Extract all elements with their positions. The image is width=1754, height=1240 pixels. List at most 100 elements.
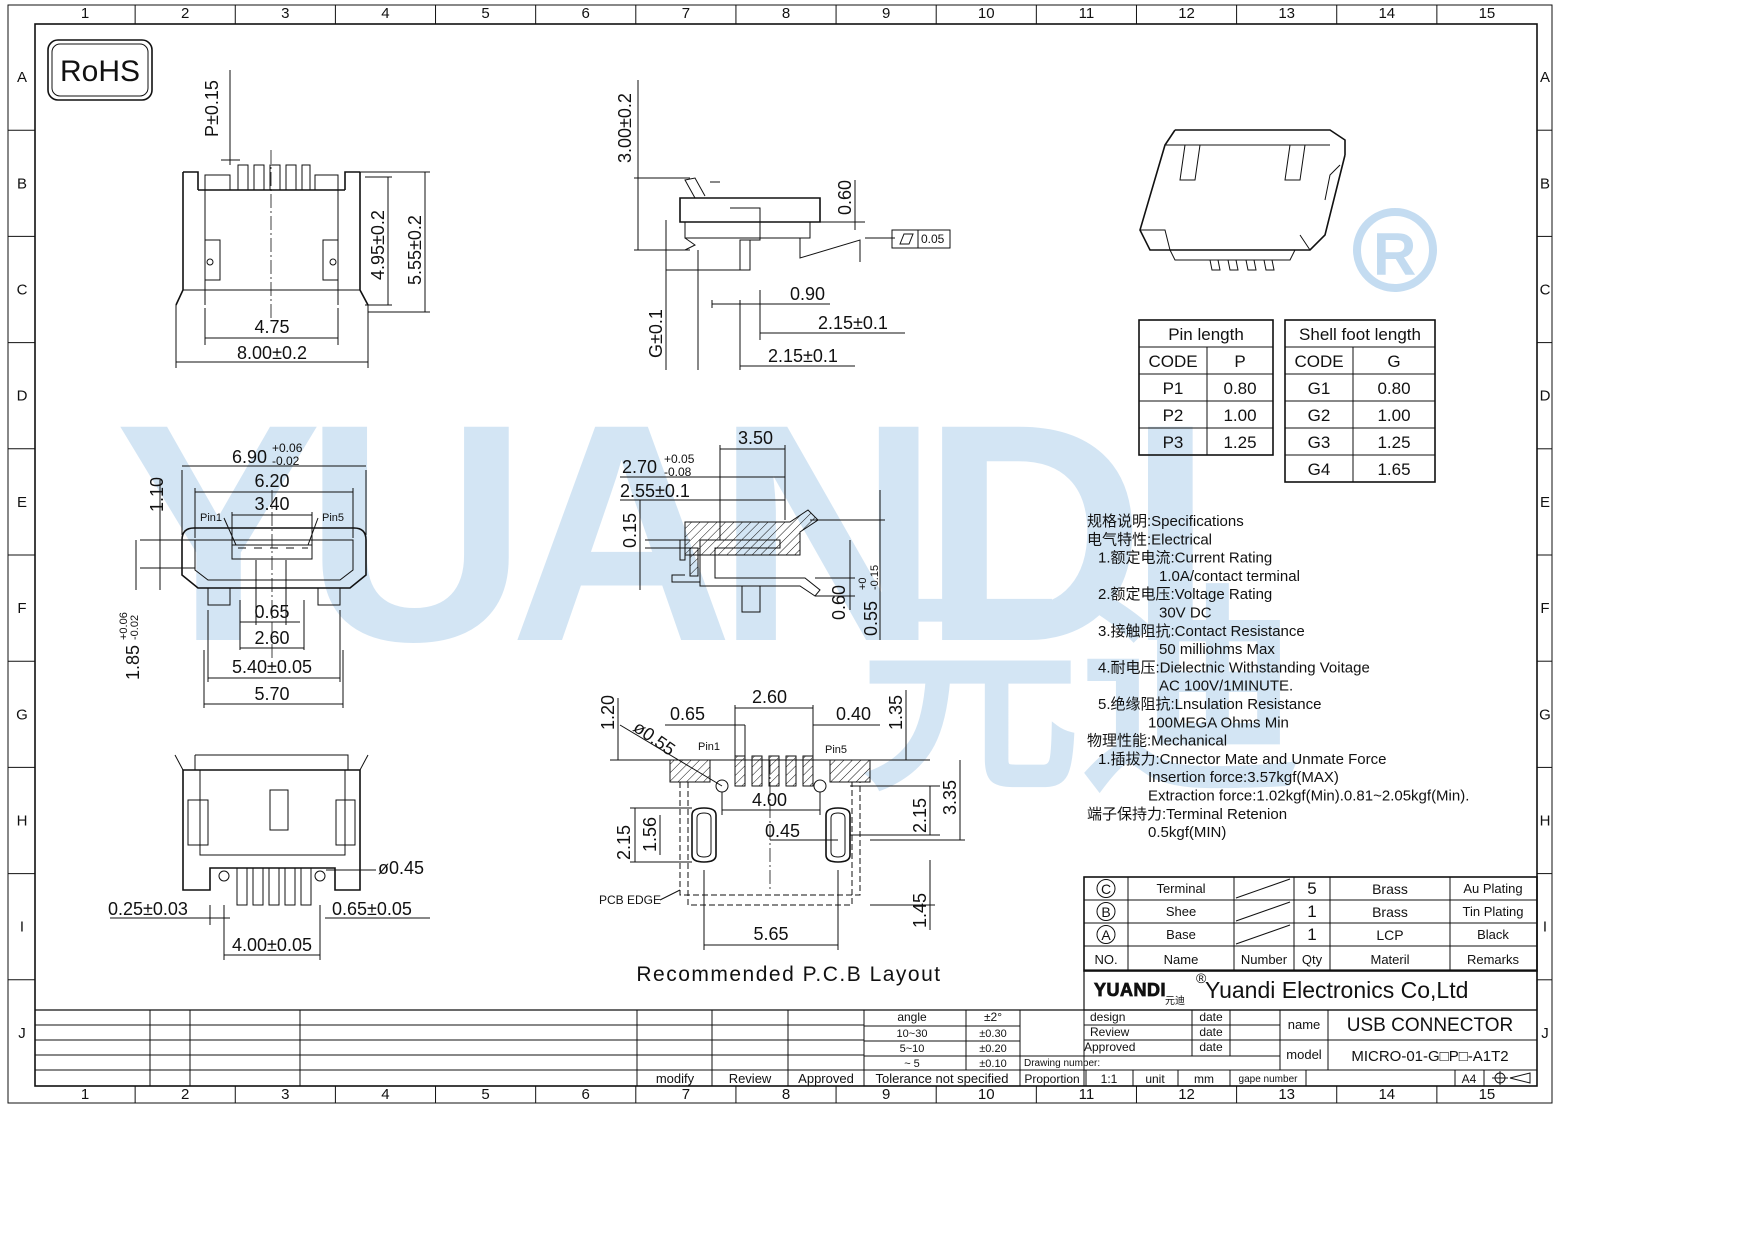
- dim-sec-255: 2.55±0.1: [620, 481, 690, 501]
- pcb-dim-400: 4.00: [752, 790, 787, 810]
- table-header: P: [1234, 352, 1245, 371]
- dim-front-570: 5.70: [254, 684, 289, 704]
- dim-bot-400: 4.00±0.05: [232, 935, 312, 955]
- spec-line: 3.接触阻抗:Contact Resistance: [1098, 623, 1305, 640]
- bom-qty: 1: [1307, 925, 1316, 944]
- bom-h-qty: Qty: [1302, 952, 1323, 967]
- table-cell: 1.00: [1377, 406, 1410, 425]
- watermark-cn: 元迪: [860, 571, 1300, 817]
- dim-sec-055-tol-up: +0: [857, 577, 869, 590]
- zone-row-left: J: [18, 1025, 26, 1042]
- tol-angle: angle: [897, 1010, 927, 1024]
- zone-col-bottom: 14: [1378, 1086, 1395, 1103]
- spec-line: 5.绝缘阻抗:Lnsulation Resistance: [1098, 696, 1321, 713]
- pcb-dim-045: 0.45: [765, 821, 800, 841]
- dim-bot-065: 0.65±0.05: [332, 899, 412, 919]
- dim-side-215a: 2.15±0.1: [818, 313, 888, 333]
- bom-no: B: [1101, 904, 1110, 920]
- table-cell: 0.80: [1377, 379, 1410, 398]
- table-cell: G2: [1308, 406, 1331, 425]
- zone-col-bottom: 13: [1278, 1086, 1295, 1103]
- tb-approved: Approved: [1084, 1040, 1135, 1054]
- bom-material: Brass: [1372, 881, 1408, 897]
- zone-col-top: 2: [181, 5, 189, 22]
- pcb-layout: 1.20 0.65 2.60 0.40 1.35 ø0.55 Pin1 Pin5…: [598, 687, 965, 986]
- spec-line: 物理性能:Mechanical: [1087, 733, 1227, 750]
- pcb-title: Recommended P.C.B Layout: [636, 963, 941, 986]
- table-cell: G3: [1308, 433, 1331, 452]
- zone-row-right: I: [1543, 919, 1547, 936]
- section-view: 3.50 2.70 +0.05 -0.08 2.55±0.1 0.15 0.60…: [620, 428, 885, 640]
- zone-col-top: 5: [481, 5, 489, 22]
- outer-frame: [7, 4, 1553, 1104]
- spec-line: 30V DC: [1159, 605, 1212, 622]
- table-title: Shell foot length: [1299, 325, 1421, 344]
- dim-side-h: 3.00±0.2: [615, 93, 635, 163]
- side-view: 3.00±0.2 G±0.1 0.60 0.90 2.15±0.1 2.15±0…: [615, 80, 951, 370]
- front-pin1: Pin1: [200, 512, 222, 524]
- tb-unit-value: mm: [1194, 1072, 1214, 1086]
- pcb-dim-040: 0.40: [836, 704, 871, 724]
- tol-value: ±0.10: [979, 1058, 1006, 1070]
- tb-name-label: name: [1288, 1017, 1321, 1032]
- dim-bot-025: 0.25±0.03: [108, 899, 188, 919]
- bom-h-remarks: Remarks: [1467, 952, 1520, 967]
- bom-material: Brass: [1372, 904, 1408, 920]
- pcb-pin5: Pin5: [825, 744, 847, 756]
- zone-col-bottom: 7: [682, 1086, 690, 1103]
- rohs-label: RoHS: [60, 55, 140, 88]
- pcb-dim-065: 0.65: [670, 704, 705, 724]
- zone-row-left: E: [17, 494, 27, 511]
- tol-value: ±0.30: [979, 1028, 1006, 1040]
- dim-front-620: 6.20: [254, 471, 289, 491]
- company-name: Yuandi Electronics Co,Ltd: [1205, 977, 1468, 1003]
- dim-side-090: 0.90: [790, 284, 825, 304]
- bom-h-no: NO.: [1094, 952, 1117, 967]
- spec-line: 2.额定电压:Voltage Rating: [1098, 586, 1272, 603]
- bom-remarks: Tin Plating: [1463, 904, 1524, 919]
- rev-col-2: Approved: [798, 1071, 854, 1086]
- zone-col-bottom: 5: [481, 1086, 489, 1103]
- spec-line: 0.5kgf(MIN): [1148, 824, 1226, 841]
- dim-sec-270-tol-up: +0.05: [664, 452, 695, 466]
- dim-sec-270-tol-dn: -0.08: [664, 465, 692, 479]
- dim-side-060: 0.60: [835, 180, 855, 215]
- tb-date-3: date: [1199, 1040, 1223, 1054]
- table-cell: 1.00: [1223, 406, 1256, 425]
- tb-model-label: model: [1286, 1047, 1322, 1062]
- zone-row-left: H: [17, 813, 28, 830]
- dim-sec-350: 3.50: [738, 428, 773, 448]
- dim-front-690-tol-up: +0.06: [272, 441, 303, 455]
- zone-col-bottom: 10: [978, 1086, 995, 1103]
- rohs-box: [47, 39, 153, 101]
- zone-row-right: B: [1540, 175, 1550, 192]
- spec-line: 1.插拔力:Cnnector Mate and Unmate Force: [1098, 751, 1386, 768]
- watermark-reg-circle: [1353, 208, 1437, 292]
- bom-remarks: Au Plating: [1463, 881, 1522, 896]
- dim-top-w2: 8.00±0.2: [237, 343, 307, 363]
- bom-h-name: Name: [1164, 952, 1199, 967]
- pcb-pin1: Pin1: [698, 741, 720, 753]
- pcb-dim-156: 1.56: [640, 817, 660, 852]
- dim-sec-015: 0.15: [620, 513, 640, 548]
- spec-line: 1.额定电流:Current Rating: [1098, 550, 1272, 567]
- tol-range: 10~30: [897, 1028, 928, 1040]
- watermark-reg: R: [1373, 221, 1416, 288]
- tb-model-value: MICRO-01-G□P□-A1T2: [1351, 1048, 1508, 1065]
- bom-no: A: [1101, 927, 1111, 943]
- spec-line: 4.耐电压:Dielectnic Withstanding Voitage: [1098, 659, 1370, 676]
- top-view: P±0.15 4.95±0.2 5.55±0.2 4.75 8.00±0.2: [175, 70, 430, 368]
- tb-unit: unit: [1145, 1072, 1165, 1086]
- spec-line: 规格说明:Specifications: [1087, 513, 1244, 530]
- tb-proportion-value: 1:1: [1101, 1072, 1118, 1086]
- bom-name: Base: [1166, 927, 1196, 942]
- zone-col-top: 6: [582, 5, 590, 22]
- spec-line: Insertion force:3.57kgf(MAX): [1148, 769, 1339, 786]
- zone-col-bottom: 9: [882, 1086, 890, 1103]
- zone-col-top: 3: [281, 5, 289, 22]
- zone-col-top: 7: [682, 5, 690, 22]
- bom-qty: 1: [1307, 902, 1316, 921]
- logo-reg: ®: [1196, 970, 1207, 986]
- table-cell: P2: [1163, 406, 1184, 425]
- zone-row-right: A: [1540, 69, 1550, 86]
